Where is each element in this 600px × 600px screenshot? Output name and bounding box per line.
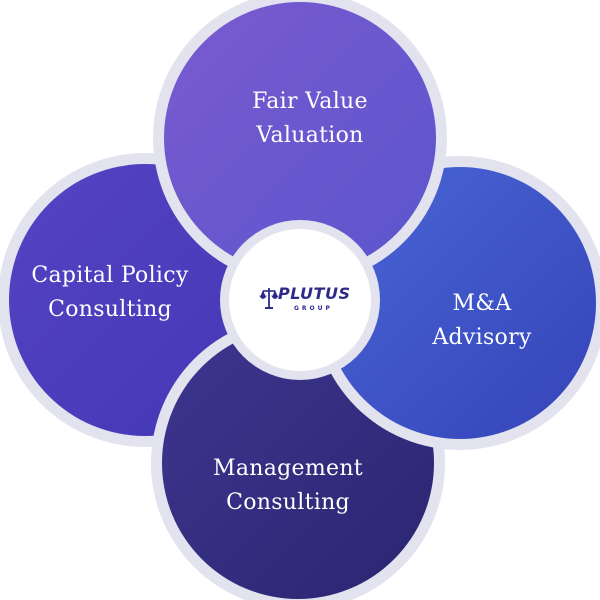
petal-bottom-label: Management Consulting [168, 452, 408, 520]
petal-top-line2: Valuation [256, 123, 364, 148]
petal-left-line1: Capital Policy [31, 263, 189, 288]
petal-bottom-line2: Consulting [226, 490, 350, 515]
petal-right-label: M&A Advisory [362, 287, 600, 355]
logo-wordmark: PLUTUS [278, 284, 351, 303]
petal-right-line1: M&A [452, 291, 512, 316]
petal-top [153, 0, 447, 285]
petal-bottom-line1: Management [213, 456, 363, 481]
logo-subtitle: GROUP [294, 305, 333, 312]
petal-left-line2: Consulting [48, 297, 172, 322]
petal-right-line2: Advisory [432, 325, 532, 350]
scales-of-justice-icon [259, 288, 279, 309]
petal-left-label: Capital Policy Consulting [0, 259, 230, 327]
center-hub [220, 220, 380, 380]
petal-top-line1: Fair Value [252, 89, 368, 114]
petal-top-label: Fair Value Valuation [190, 85, 430, 153]
